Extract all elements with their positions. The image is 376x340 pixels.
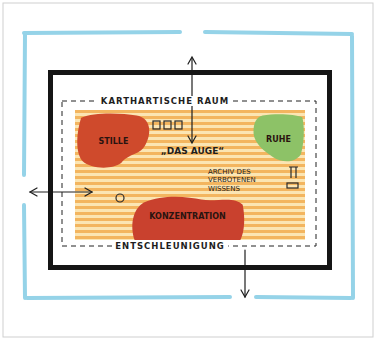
blob-label-holder: STILLE (75, 112, 152, 170)
zone-blob: KONZENTRATION (130, 193, 245, 240)
zone-blob: RUHE (252, 113, 305, 165)
blob-label-holder: RUHE (252, 113, 305, 165)
frame-stroke (24, 205, 25, 298)
card-border (3, 3, 373, 337)
area-heading: „DAS AUGE“ (155, 146, 230, 157)
small-circle (116, 194, 124, 202)
frame-stroke (256, 297, 351, 298)
arrow-head (85, 188, 92, 196)
area-note: ARCHIV DES VERBOTENEN WISSENS (208, 168, 284, 193)
arrow-line (30, 191, 92, 192)
small-square (164, 121, 171, 129)
small-square (175, 121, 182, 129)
arrow-head (30, 188, 37, 196)
arrow-head (241, 290, 249, 297)
frame-stroke (352, 36, 353, 298)
blob-fill (77, 114, 149, 168)
frame-stroke (27, 297, 230, 298)
blue-sketch-frame (24, 32, 353, 298)
region-label: ENTSCHLEUNIGUNG (112, 241, 228, 251)
zone-label: RUHE (266, 135, 291, 144)
archive-symbol (289, 167, 298, 178)
blob-label-holder: KONZENTRATION (130, 193, 245, 240)
frame-region: KARTHARTISCHE RAUMENTSCHLEUNIGUNG„DAS AU… (48, 70, 332, 270)
blob-fill (254, 114, 304, 161)
zone-label: KONZENTRATION (149, 212, 225, 221)
arrow-line (244, 250, 245, 297)
arrow-head (188, 136, 196, 143)
blob-fill (132, 197, 244, 240)
striped-ground (75, 110, 305, 240)
small-square (153, 121, 160, 129)
zone-blob: STILLE (75, 112, 152, 170)
dashed-boundary (62, 101, 316, 246)
frame-stroke (205, 32, 352, 34)
arrow-head (188, 57, 196, 64)
frame-stroke (24, 34, 25, 175)
striped-area: „DAS AUGE“ ARCHIV DES VERBOTENEN WISSENS S… (75, 110, 305, 240)
region-label: KARTHARTISCHE RAUM (98, 96, 232, 106)
frame-stroke (24, 32, 180, 33)
zone-label: STILLE (99, 137, 129, 146)
archive-symbol (287, 183, 298, 188)
